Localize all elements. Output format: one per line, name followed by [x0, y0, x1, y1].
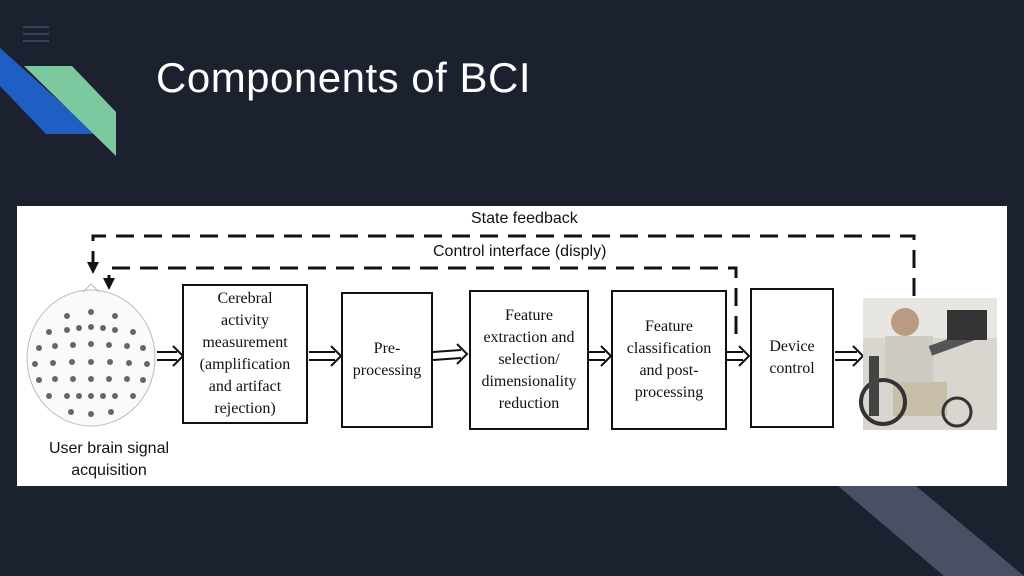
- arrow-measurement-to-preprocessing: [309, 345, 343, 367]
- arrow-preprocessing-to-extraction: [432, 343, 469, 365]
- stage-preprocessing: Pre- processing: [341, 292, 433, 428]
- corner-decoration-bottom: [838, 486, 1024, 576]
- stage-feature-classification: Feature classification and post- process…: [611, 290, 727, 430]
- corner-decoration: [0, 48, 116, 156]
- stage-feature-extraction: Feature extraction and selection/ dimens…: [469, 290, 589, 430]
- eeg-electrode-head-icon: [26, 283, 156, 427]
- arrow-head-to-measurement: [157, 345, 185, 367]
- arrow-extraction-to-classification: [589, 345, 613, 367]
- slide-title: Components of BCI: [156, 54, 532, 101]
- control-interface-line: [107, 266, 738, 334]
- arrow-classification-to-device: [727, 345, 751, 367]
- control-interface-label: Control interface (disply): [433, 243, 607, 260]
- state-feedback-line: [91, 234, 916, 296]
- state-feedback-arrowhead: [87, 262, 99, 274]
- bci-diagram: State feedback Control interface (disply…: [17, 206, 1007, 486]
- flow-arrows: [157, 343, 865, 367]
- arrow-device-to-user: [835, 345, 865, 367]
- stage-cerebral-measurement: Cerebral activity measurement (amplifica…: [182, 284, 308, 424]
- acquisition-label: User brain signal acquisition: [48, 440, 170, 479]
- state-feedback-label: State feedback: [471, 210, 578, 227]
- stage-device-control: Device control: [750, 288, 834, 428]
- control-interface-arrowhead: [103, 278, 115, 290]
- wheelchair-user-photo: [859, 298, 997, 430]
- diagram-lines: [26, 234, 997, 430]
- menu-icon[interactable]: [23, 26, 49, 42]
